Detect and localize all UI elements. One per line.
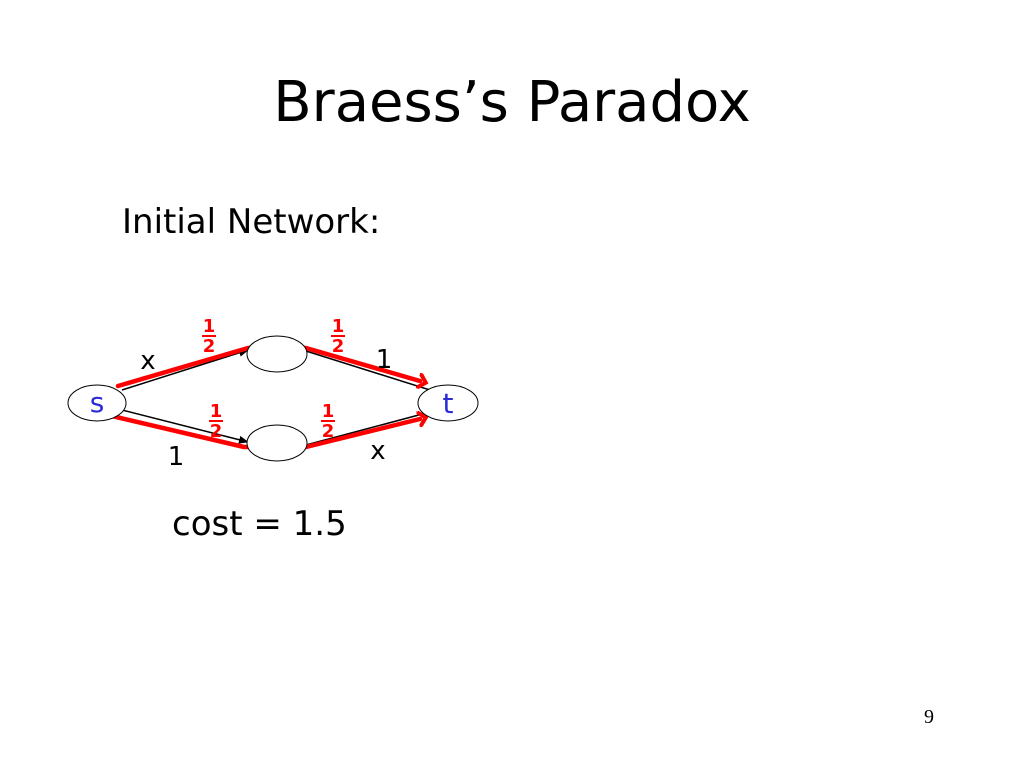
node-source — [67, 384, 127, 422]
fraction-numerator: 1 — [210, 401, 223, 422]
node-sink — [417, 384, 479, 422]
node-top-middle — [246, 335, 308, 373]
fraction-numerator: 1 — [332, 316, 345, 337]
fraction-denominator: 2 — [332, 336, 345, 357]
fraction-denominator: 2 — [322, 421, 335, 442]
cost-label: cost = 1.5 — [172, 504, 347, 544]
flow-fraction-top-t: 1 2 — [331, 316, 345, 357]
edge-label-s-bottom: 1 — [168, 442, 185, 472]
edge-s-bottom — [121, 409, 249, 444]
edge-bottom-t — [305, 411, 431, 446]
edge-top-t — [305, 350, 431, 391]
edge-s-top — [121, 348, 249, 391]
slide-title: Braess’s Paradox — [273, 70, 751, 135]
flow-fraction-s-bottom: 1 2 — [209, 401, 223, 442]
node-source-label: s — [90, 386, 105, 419]
fraction-numerator: 1 — [203, 316, 216, 337]
edge-label-s-top: x — [140, 346, 155, 376]
fraction-denominator: 2 — [210, 421, 223, 442]
edge-label-top-t: 1 — [376, 345, 393, 375]
node-sink-label: t — [443, 387, 454, 420]
node-bottom-middle — [246, 424, 308, 462]
flow-fraction-bottom-t: 1 2 — [321, 401, 335, 442]
fraction-denominator: 2 — [203, 336, 216, 357]
page-number: 9 — [924, 706, 934, 728]
fraction-numerator: 1 — [322, 401, 335, 422]
flow-fraction-s-top: 1 2 — [202, 316, 216, 357]
network-subtitle: Initial Network: — [122, 202, 381, 242]
edge-label-bottom-t: x — [370, 436, 385, 466]
